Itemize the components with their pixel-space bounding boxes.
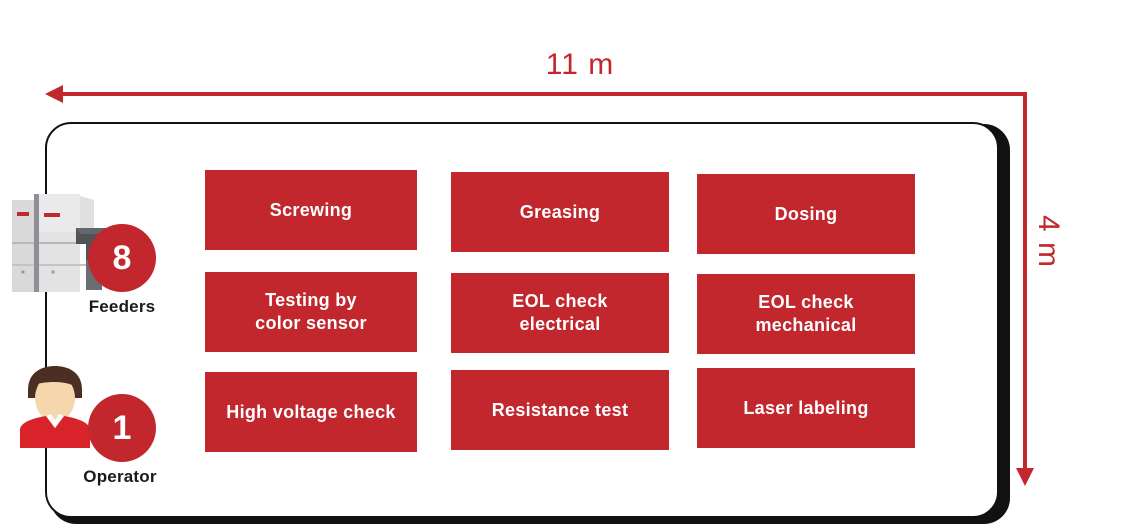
process-step-box[interactable]: Laser labeling bbox=[697, 368, 915, 448]
feeders-label: Feeders bbox=[88, 297, 156, 316]
process-step-box[interactable]: Dosing bbox=[697, 174, 915, 254]
width-dimension-label: 11 m bbox=[545, 48, 615, 81]
process-step-box[interactable]: EOL check mechanical bbox=[697, 274, 915, 354]
height-dimension-label: 4 m bbox=[1032, 215, 1065, 269]
operator-avatar-icon bbox=[14, 364, 96, 452]
width-dimension-line bbox=[55, 92, 1027, 96]
process-step-box[interactable]: Greasing bbox=[451, 172, 669, 252]
feeders-count-badge: 8 bbox=[88, 224, 156, 292]
process-step-box[interactable]: Testing by color sensor bbox=[205, 272, 417, 352]
width-dimension-arrow-icon bbox=[45, 85, 63, 103]
operator-count-badge: 1 bbox=[88, 394, 156, 462]
height-dimension-line bbox=[1023, 92, 1027, 472]
process-step-box[interactable]: EOL check electrical bbox=[451, 273, 669, 353]
operator-label: Operator bbox=[83, 467, 157, 486]
process-step-box[interactable]: Screwing bbox=[205, 170, 417, 250]
feeders-count-value: 8 bbox=[112, 239, 132, 277]
height-dimension-arrow-icon bbox=[1016, 468, 1034, 486]
process-step-box[interactable]: High voltage check bbox=[205, 372, 417, 452]
process-step-box[interactable]: Resistance test bbox=[451, 370, 669, 450]
operator-count-value: 1 bbox=[112, 409, 132, 447]
